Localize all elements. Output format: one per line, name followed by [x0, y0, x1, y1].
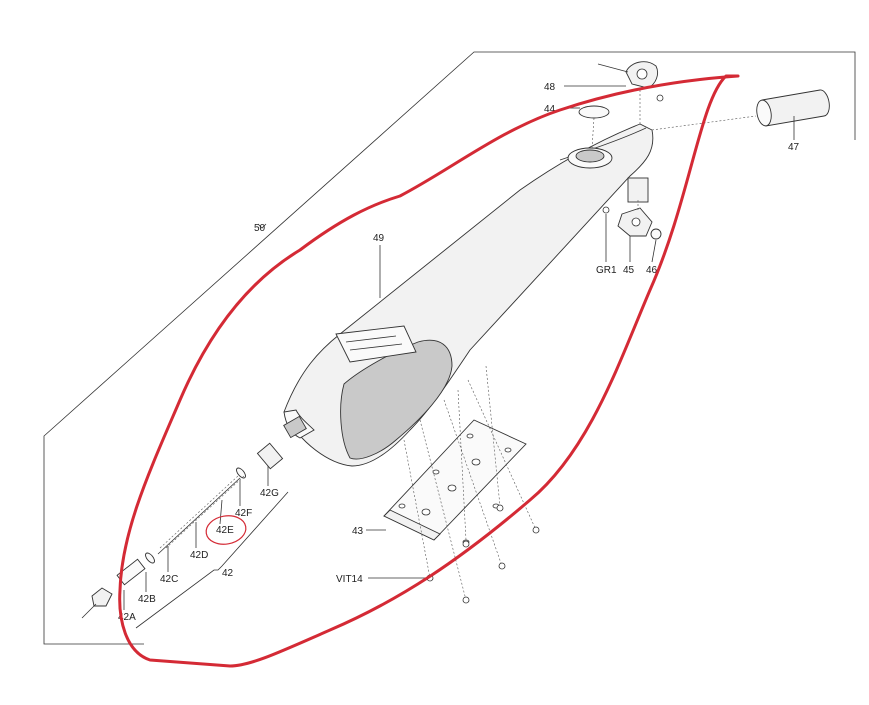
label-50: 50: [254, 223, 266, 234]
cable-assembly-42: [81, 442, 284, 619]
main-body-49: [283, 123, 654, 467]
markup-outline: [118, 74, 740, 668]
markup-circle-42e: [205, 515, 247, 545]
label-42c: 42C: [160, 574, 178, 585]
screw-icon: [498, 562, 506, 570]
assembly-50-frame: [43, 51, 856, 645]
label-42a: 42A: [118, 612, 136, 623]
plate-hole: [421, 508, 431, 516]
label-49: 49: [373, 233, 385, 244]
label-42f: 42F: [235, 508, 252, 519]
mounting-plate-43: [383, 419, 527, 545]
part-42a: [91, 587, 113, 607]
plate-hole: [432, 469, 440, 475]
plate-hole: [466, 433, 474, 439]
screw-icon: [462, 596, 470, 604]
label-42g: 42G: [260, 488, 279, 499]
label-48: 48: [544, 82, 556, 93]
label-42e: 42E: [216, 525, 234, 536]
part-42g: [256, 442, 284, 470]
label-43: 43: [352, 526, 364, 537]
label-45: 45: [623, 265, 635, 276]
screw-icon: [462, 540, 470, 548]
plate-hole: [504, 447, 512, 453]
part-labels: 50 48 44 47 49 GR1 45 46 42G 42F 42E 42D…: [118, 82, 800, 623]
nut-46: [650, 228, 662, 240]
label-46: 46: [646, 265, 658, 276]
cap-44: [578, 105, 610, 149]
leader-lines: [123, 85, 795, 610]
label-42b: 42B: [138, 594, 156, 605]
screw-icon: [496, 504, 504, 512]
ring-42f: [236, 467, 246, 479]
ring-42c: [145, 552, 155, 564]
label-44: 44: [544, 104, 556, 115]
plate-hole: [398, 503, 406, 509]
plate-hole: [471, 458, 481, 466]
cable-42d: [157, 477, 241, 555]
label-47: 47: [788, 142, 800, 153]
screw-gr1: [602, 206, 610, 214]
label-42: 42: [222, 568, 234, 579]
red-markup: [118, 74, 740, 668]
clip-48: [597, 61, 664, 124]
label-gr1: GR1: [596, 265, 617, 276]
assembly-42-bracket: [135, 223, 289, 629]
screw-icon: [532, 526, 540, 534]
label-42d: 42D: [190, 550, 208, 561]
label-vit14: VIT14: [336, 574, 363, 585]
screw-icon: [656, 94, 664, 102]
cylinder-47: [651, 89, 830, 131]
plate-hole: [447, 484, 457, 492]
fitting-45-46: [602, 200, 662, 240]
